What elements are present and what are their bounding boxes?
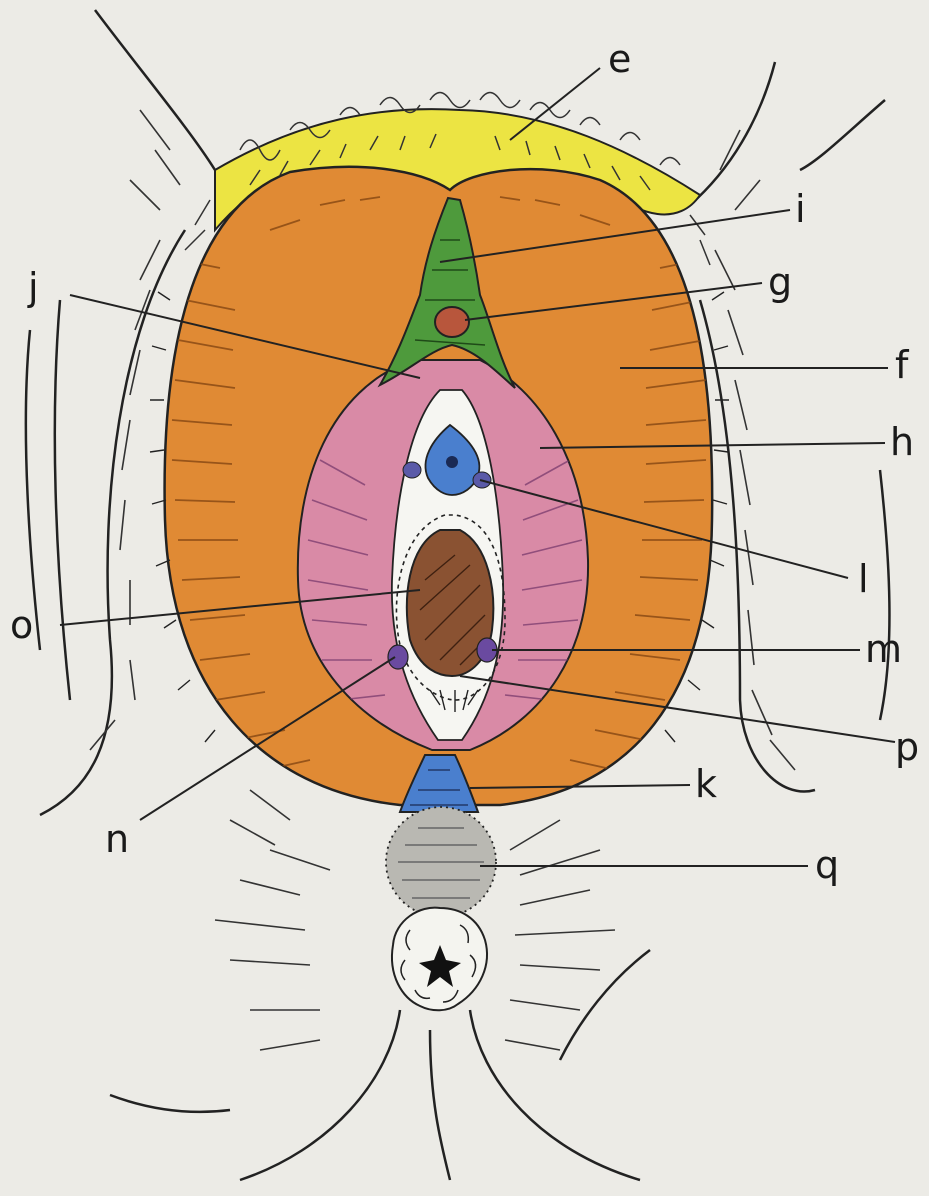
- label-l: l: [858, 557, 869, 601]
- label-p: p: [895, 725, 919, 769]
- label-i: i: [795, 187, 806, 231]
- label-n: n: [105, 817, 129, 861]
- label-h: h: [890, 420, 914, 464]
- thigh-contour-right: [690, 62, 889, 792]
- label-o: o: [10, 603, 33, 647]
- label-q: q: [815, 843, 839, 887]
- label-g: g: [768, 260, 792, 304]
- bartholin-gland-left: [388, 645, 408, 669]
- label-k: k: [695, 762, 717, 806]
- urethral-meatus: [446, 456, 458, 468]
- glans-clitoris: [435, 307, 469, 337]
- skene-gland-left: [403, 462, 421, 478]
- label-m: m: [865, 627, 902, 671]
- label-e: e: [608, 37, 631, 81]
- buttock-contours: [110, 950, 650, 1180]
- label-f: f: [895, 343, 910, 387]
- label-j: j: [27, 265, 39, 309]
